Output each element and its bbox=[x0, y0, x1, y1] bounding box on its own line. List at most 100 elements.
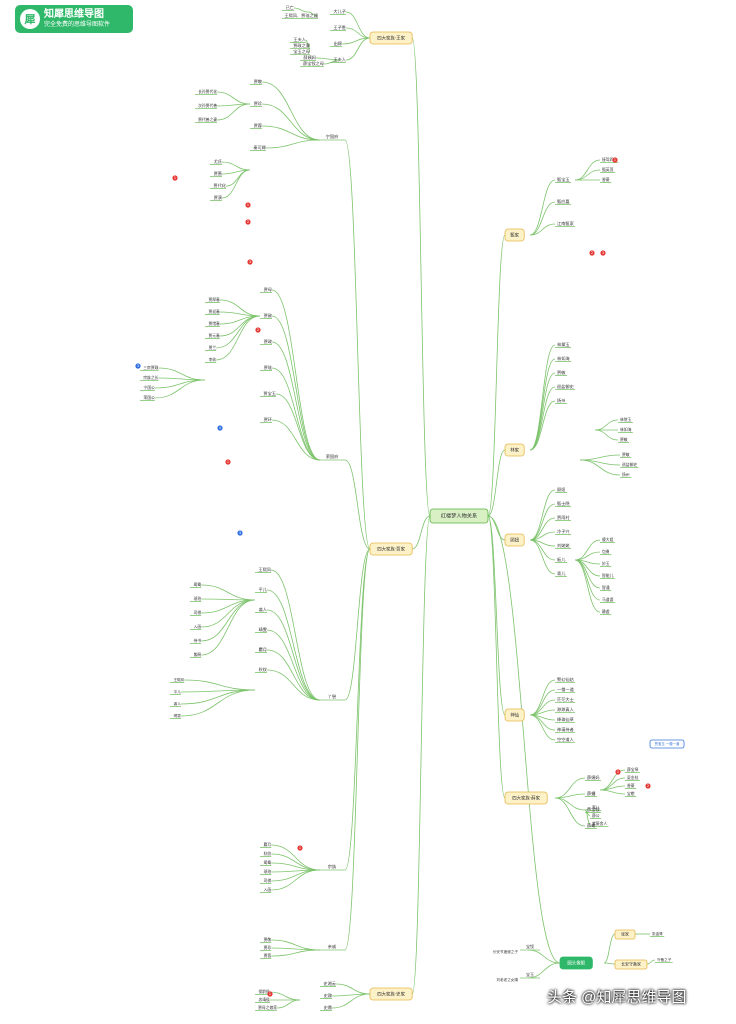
leaf-label: 琥珀 bbox=[264, 869, 272, 874]
leaf-label: 贾珍 bbox=[254, 100, 263, 107]
group-label: 宁国府 bbox=[326, 133, 339, 140]
connector-line bbox=[603, 962, 616, 965]
leaf-label: 茫茫大士 bbox=[557, 696, 574, 703]
leaf-label: 贾雨村 bbox=[557, 514, 570, 521]
leaf-label: 林黛玉 bbox=[620, 417, 632, 422]
connector-line bbox=[261, 125, 321, 141]
leaf-label: 薛蟠 bbox=[587, 790, 596, 797]
yuan-right-node[interactable] bbox=[614, 959, 648, 970]
main-node-label: 四大家族·薛家 bbox=[512, 795, 540, 802]
leaf-label: 妙玉 bbox=[602, 561, 610, 566]
main-node-miao[interactable] bbox=[504, 708, 525, 722]
connector-line bbox=[344, 548, 371, 951]
main-node-jia[interactable] bbox=[369, 542, 413, 556]
root-node[interactable] bbox=[429, 508, 489, 524]
leaf-label: 顾妞 bbox=[557, 486, 565, 493]
leaf-label: 贾蓉 bbox=[264, 953, 272, 958]
leaf-label: 林如海 bbox=[557, 355, 570, 362]
group-label: 丫鬟 bbox=[328, 693, 336, 700]
connector-line bbox=[529, 372, 556, 451]
connector-line bbox=[529, 489, 556, 541]
connector-line bbox=[529, 689, 556, 716]
leaf-label: 贾赦 bbox=[264, 312, 273, 319]
connector-line bbox=[201, 584, 256, 601]
main-node-lin[interactable] bbox=[504, 443, 525, 457]
connector-line bbox=[271, 947, 321, 951]
leaf-label: 贾蓉 bbox=[254, 122, 263, 129]
leaf-label: 甄应嘉 bbox=[557, 198, 570, 205]
connector-line bbox=[201, 599, 256, 656]
leaf-label: 贾兰 bbox=[209, 345, 217, 350]
leaf-label: 史鼎 bbox=[324, 1004, 332, 1011]
main-node-xue[interactable] bbox=[504, 791, 548, 805]
leaf-label: 宝玉之母 bbox=[293, 48, 310, 55]
leaf-label: 贾政 bbox=[264, 338, 273, 345]
leaf-label: 出嫁 bbox=[334, 40, 343, 47]
number-badge bbox=[600, 250, 606, 256]
connector-line bbox=[271, 939, 321, 951]
leaf-label: 贾环 bbox=[264, 417, 272, 423]
leaf-label: 史湘云 bbox=[323, 980, 336, 987]
brand-badge[interactable]: 犀 知犀思维导图 完全免费的思维导图软件 bbox=[15, 5, 133, 33]
connector-line bbox=[221, 161, 251, 171]
number-badge bbox=[245, 202, 251, 208]
connector-line bbox=[345, 27, 371, 39]
leaf-label: 荣国公 bbox=[143, 395, 155, 400]
number-badge bbox=[297, 845, 303, 851]
connector-line bbox=[529, 400, 556, 451]
leaf-label: 刘老老之女婿 bbox=[496, 977, 518, 982]
connector-line bbox=[554, 797, 586, 811]
leaf-label: 贾代善之妻 bbox=[198, 117, 217, 122]
main-node-wang[interactable] bbox=[369, 31, 413, 45]
number-badge bbox=[225, 459, 231, 465]
connector-line bbox=[344, 459, 371, 550]
leaf-label: 宝钗 bbox=[526, 943, 534, 949]
connector-line bbox=[201, 599, 256, 628]
leaf-label: 绛珠仙草 bbox=[557, 716, 574, 723]
connector-line bbox=[344, 548, 371, 871]
connector-line bbox=[344, 548, 371, 701]
leaf-label: 司棋 bbox=[194, 610, 202, 615]
connector-line bbox=[225, 169, 251, 187]
leaf-label: 马道婆 bbox=[602, 597, 614, 602]
main-node-label: 圆头像眼 bbox=[567, 960, 585, 967]
leaf-label: 林黛玉 bbox=[557, 341, 570, 348]
connector-line bbox=[154, 379, 206, 399]
connector-line bbox=[219, 315, 261, 337]
connector-line bbox=[411, 515, 431, 995]
connector-line bbox=[271, 419, 321, 461]
leaf-label: 贾母之娘家 bbox=[258, 1005, 277, 1010]
connector-line bbox=[603, 933, 616, 964]
connector-line bbox=[594, 429, 619, 441]
number-badge-label: 3 bbox=[239, 531, 241, 535]
leaf-label: 秋纹 bbox=[264, 851, 272, 856]
yuan-right-node[interactable] bbox=[614, 929, 636, 940]
number-badge-label: 2 bbox=[591, 251, 593, 255]
main-node-yuan[interactable] bbox=[559, 956, 593, 970]
leaf-label: 已亡 bbox=[286, 4, 294, 10]
number-badge-label: 1 bbox=[269, 992, 271, 996]
leaf-label: 宝玉 bbox=[526, 971, 534, 977]
leaf-label: 夏金桂 bbox=[627, 775, 639, 780]
leaf-label: 长孙贾代化 bbox=[198, 89, 217, 94]
leaf-label: 扬州 bbox=[557, 397, 565, 404]
number-badge-label: 3 bbox=[602, 251, 604, 255]
connector-line bbox=[277, 999, 301, 1009]
leaf-label: 薛姨妈 bbox=[587, 774, 600, 781]
leaf-label: 守备之子 bbox=[657, 957, 672, 962]
leaf-label: 薛宝钗 bbox=[587, 806, 600, 813]
number-badge-label: 1 bbox=[617, 770, 619, 774]
leaf-label: 智通 bbox=[602, 585, 610, 590]
connector-line bbox=[529, 539, 556, 575]
main-node-zhen[interactable] bbox=[504, 228, 525, 242]
tag-chip[interactable] bbox=[649, 739, 685, 749]
leaf-label: 贾代化 bbox=[213, 182, 226, 189]
main-node-shi[interactable] bbox=[369, 987, 413, 1001]
leaf-label: 王熙凤 bbox=[258, 567, 271, 573]
main-node-jinling[interactable] bbox=[504, 533, 525, 547]
leaf-label: 贾敏 bbox=[557, 369, 566, 376]
leaf-label: 麝月 bbox=[259, 646, 267, 653]
connector-line bbox=[323, 59, 341, 65]
number-badge-label: 1 bbox=[299, 846, 301, 850]
